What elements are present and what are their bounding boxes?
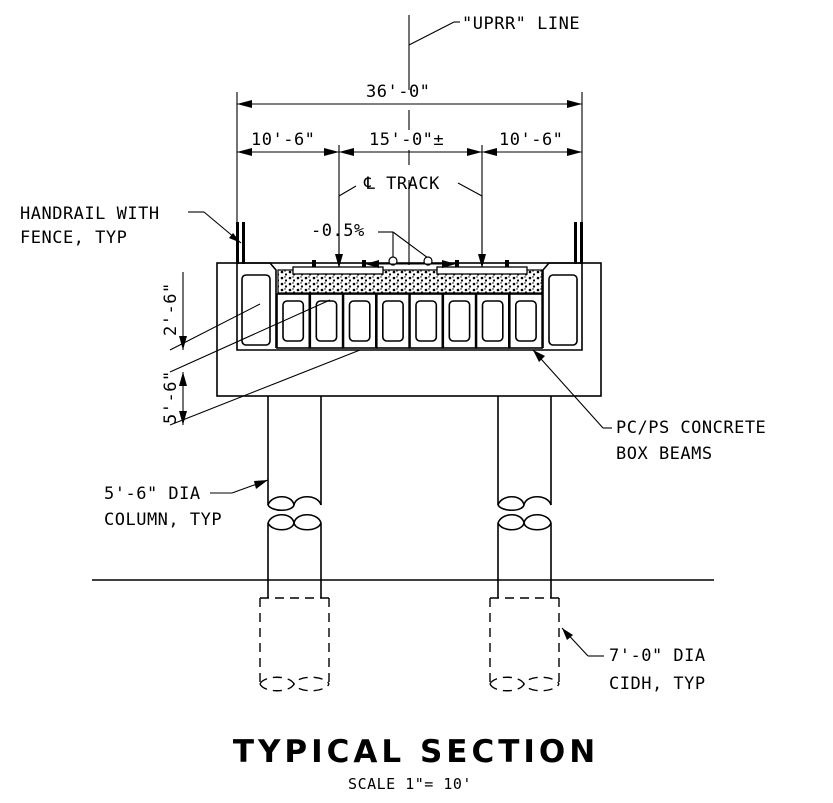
- box-beam: [508, 293, 543, 349]
- cidh-label-line1: 7'-0" DIA: [609, 646, 706, 666]
- drawing-title: TYPICAL SECTION: [233, 734, 599, 770]
- box-beam-void: [315, 300, 338, 342]
- slope-callout: [365, 231, 456, 268]
- cidh-right: [489, 597, 560, 692]
- box-beams-label-line1: PC/PS CONCRETE: [616, 418, 766, 438]
- box-beam: [409, 293, 444, 349]
- handrail-leader: [188, 211, 242, 244]
- right-curb: [542, 262, 582, 348]
- box-beam-void: [448, 300, 471, 342]
- box-beams-leader: [532, 349, 612, 429]
- box-beam: [375, 293, 410, 349]
- handrail-label-line2: FENCE, TYP: [20, 228, 127, 248]
- superstructure-outline: [236, 263, 583, 351]
- uprr-line-label: "UPRR" LINE: [462, 14, 580, 34]
- track-leader: [335, 182, 486, 268]
- box-beam-void: [282, 300, 305, 342]
- center-width-label: 15'-0"±: [369, 130, 444, 150]
- cidh-label-line2: CIDH, TYP: [609, 674, 706, 694]
- slope-label: -0.5%: [311, 221, 365, 241]
- left-curb: [237, 262, 277, 348]
- box-beam-void: [348, 300, 371, 342]
- left-width-label: 10'-6": [251, 130, 315, 150]
- depth-dimensions: [169, 272, 361, 426]
- box-beam-void: [481, 300, 504, 342]
- box-beam: [475, 293, 510, 349]
- track-ties: [292, 260, 528, 275]
- handrail-right: [574, 222, 583, 264]
- column-label-line1: 5'-6" DIA: [104, 484, 201, 504]
- ballast: [277, 269, 543, 294]
- column-leader: [210, 479, 269, 494]
- bent-cap: [216, 262, 602, 397]
- box-beam: [342, 293, 377, 349]
- box-beams: [276, 293, 543, 349]
- box-beam: [442, 293, 477, 349]
- handrail-left: [236, 222, 245, 264]
- track-label: ℄ TRACK: [363, 174, 440, 194]
- right-width-label: 10'-6": [499, 130, 563, 150]
- column-left: [267, 396, 322, 598]
- drawing-scale: SCALE 1"= 10': [348, 775, 472, 793]
- column-right: [497, 396, 552, 598]
- box-beam: [309, 293, 344, 349]
- box-beams-label-line2: BOX BEAMS: [616, 444, 713, 464]
- box-beam-void: [381, 300, 404, 342]
- handrail-label-line1: HANDRAIL WITH: [20, 204, 160, 224]
- box-beam: [276, 293, 311, 349]
- box-beam-void: [514, 300, 537, 342]
- overall-width-label: 36'-0": [366, 82, 430, 102]
- cidh-left: [259, 597, 330, 692]
- cidh-leader: [561, 627, 604, 657]
- box-beam-void: [415, 300, 438, 342]
- column-label-line2: COLUMN, TYP: [104, 510, 222, 530]
- depth-upper-label: 2'-6": [161, 282, 181, 336]
- depth-lower-label: 5'-6": [161, 370, 181, 424]
